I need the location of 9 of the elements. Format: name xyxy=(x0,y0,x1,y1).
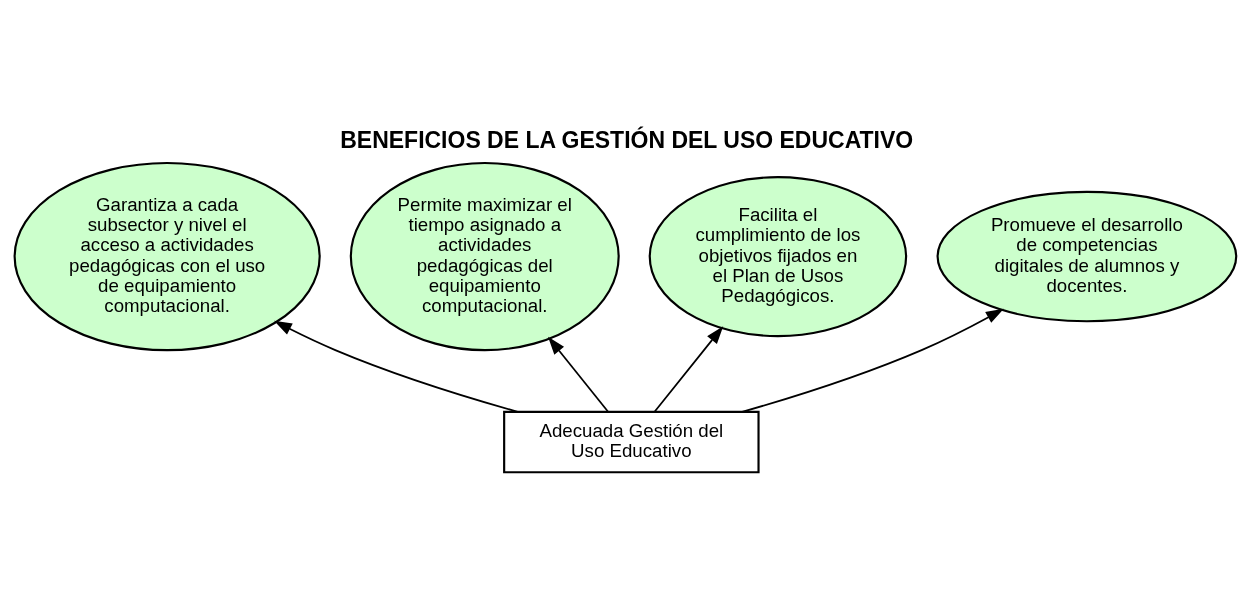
arrow xyxy=(653,325,724,413)
arrow xyxy=(548,336,609,413)
diagram-title: BENEFICIOS DE LA GESTIÓN DEL USO EDUCATIVO xyxy=(340,126,914,153)
node-ellipse: Facilita el cumplimiento de los objetivos fijados en el Plan de Usos Pedagógicos. xyxy=(648,175,908,337)
node-ellipse: Garantiza a cada subsector y nivel el acceso a actividades pedagógicas con el uso de equipamiento computacional. xyxy=(13,161,321,351)
arrow xyxy=(274,320,519,413)
node-ellipse: Permite maximizar el tiempo asignado a actividades pedagógicas del equipamiento computacional. xyxy=(349,161,620,351)
node-box: Adecuada Gestión del Uso Educativo xyxy=(503,410,760,473)
arrow xyxy=(741,308,1004,413)
